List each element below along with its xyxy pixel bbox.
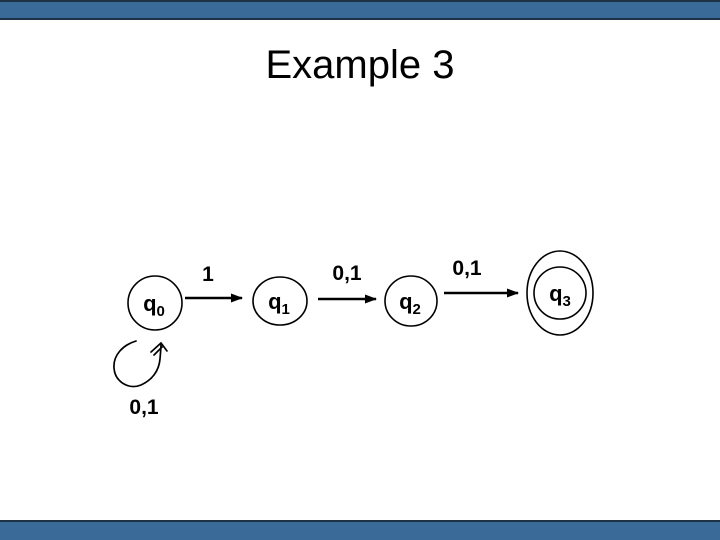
self-loop-arrowhead xyxy=(150,341,168,353)
state-q3-base: q xyxy=(549,281,562,306)
transition-label-q2-q3: 0,1 xyxy=(452,257,482,280)
state-label-q1: q1 xyxy=(268,289,290,318)
top-accent-bar xyxy=(0,0,720,20)
state-q0-subscript: 0 xyxy=(157,303,165,320)
transition-label-q1-q2: 0,1 xyxy=(332,262,362,285)
state-circle-q0 xyxy=(127,275,183,331)
self-loop-q0 xyxy=(113,340,162,388)
state-label-q0: q0 xyxy=(143,291,165,320)
state-label-q3: q3 xyxy=(549,281,571,310)
transition-label-q0-q1: 1 xyxy=(202,263,214,286)
state-circle-q2 xyxy=(384,275,438,327)
bottom-accent-bar xyxy=(0,520,720,540)
state-circle-q1 xyxy=(252,276,308,326)
state-q0-base: q xyxy=(143,291,156,316)
state-q3-subscript: 3 xyxy=(563,293,571,310)
state-q1-subscript: 1 xyxy=(282,301,290,318)
state-inner-circle-q3 xyxy=(533,266,587,320)
transition-label-q0-self: 0,1 xyxy=(129,396,159,419)
state-q2-subscript: 2 xyxy=(413,301,421,318)
state-label-q2: q2 xyxy=(399,289,421,318)
slide-title: Example 3 xyxy=(265,43,455,87)
state-q1-base: q xyxy=(268,289,281,314)
state-q2-base: q xyxy=(399,289,412,314)
self-loop-arrowhead-sketch-stroke xyxy=(153,346,163,356)
